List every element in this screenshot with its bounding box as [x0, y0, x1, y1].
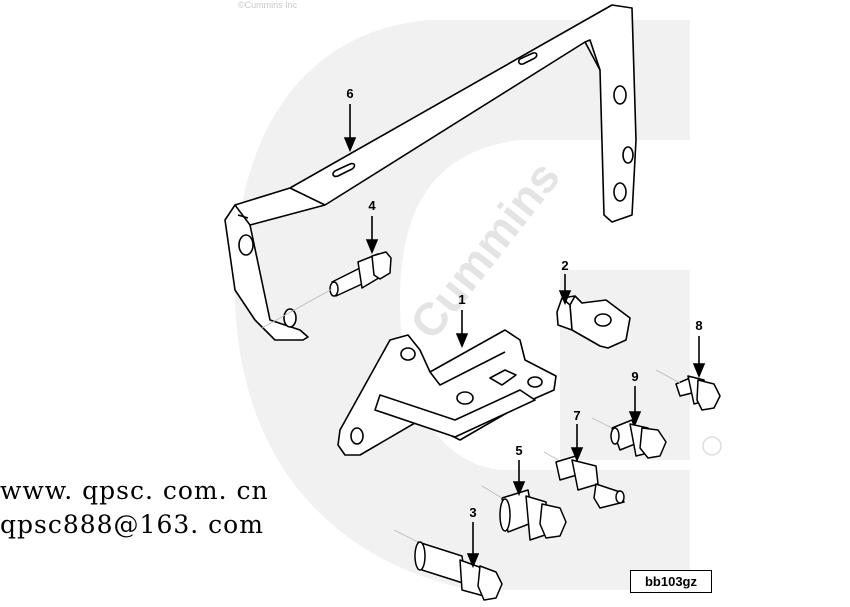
- registered-mark: [702, 436, 722, 456]
- callout-7: 7: [573, 408, 581, 423]
- callout-5: 5: [515, 443, 523, 458]
- callout-9: 9: [631, 369, 639, 384]
- part-4-bolt: [329, 251, 392, 297]
- callout-3: 3: [469, 505, 477, 520]
- axis-lines: [261, 288, 681, 543]
- part-6-bracket: [224, 4, 637, 341]
- leader-arrows: [343, 104, 706, 569]
- copyright-notice: ©Cummins Inc: [238, 0, 298, 10]
- part-5-bolt: [499, 489, 567, 541]
- part-7-stud: [555, 455, 625, 509]
- callout-2: 2: [561, 258, 569, 273]
- email-text: qpsc888@163. com: [0, 510, 264, 539]
- website-text: www. qpsc. com. cn: [0, 476, 269, 505]
- callout-6: 6: [346, 86, 354, 101]
- part-2-clip: [556, 295, 631, 349]
- part-1-plate: [337, 329, 557, 456]
- part-8-bolt: [675, 375, 721, 411]
- callout-1: 1: [458, 292, 466, 307]
- part-9-bolt: [610, 419, 667, 459]
- callout-8: 8: [695, 318, 703, 333]
- figure-id-label: bb103gz: [630, 570, 712, 593]
- callout-4: 4: [368, 198, 376, 213]
- part-3-bolt: [414, 541, 503, 601]
